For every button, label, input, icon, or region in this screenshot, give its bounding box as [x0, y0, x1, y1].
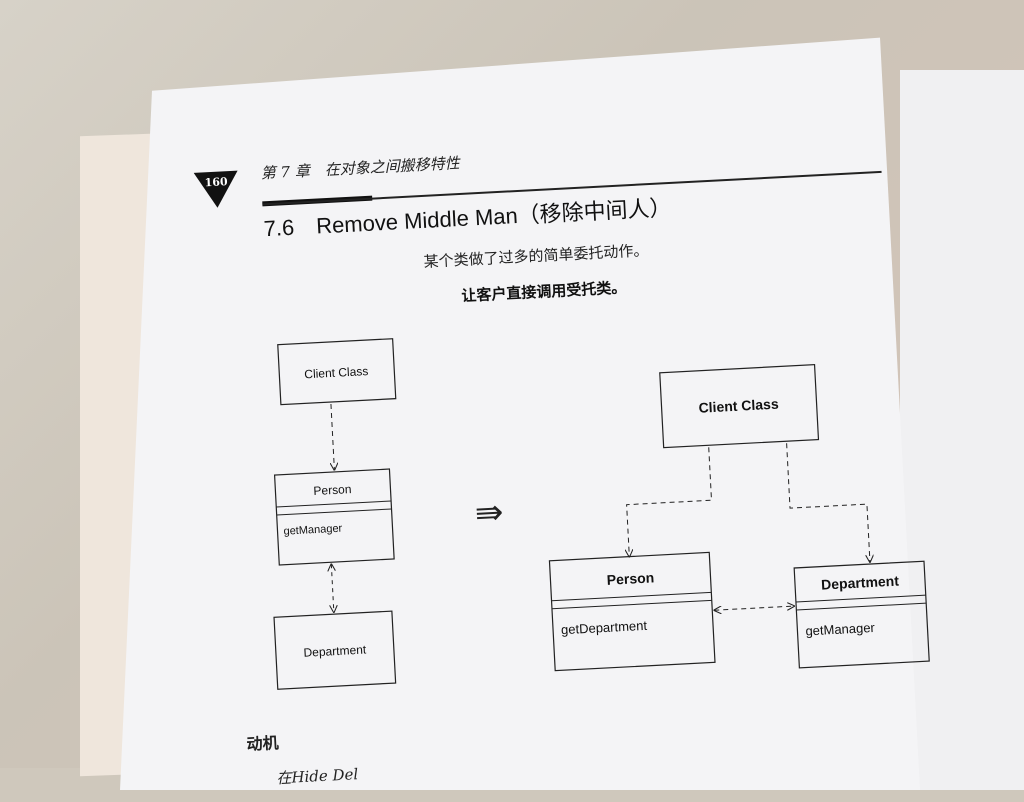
left-client-label: Client Class [304, 364, 369, 381]
right-department-label: Department [821, 573, 900, 593]
left-department-label: Department [303, 642, 367, 659]
left-client-dependency [331, 404, 334, 470]
right-association [714, 606, 794, 610]
right-client-to-department [787, 439, 870, 566]
body-text-start: 在Hide Del [276, 763, 359, 788]
transform-arrow: ⇛ [474, 492, 505, 533]
right-client-label: Client Class [698, 396, 779, 416]
left-person-label: Person [313, 482, 352, 498]
right-person-method: getDepartment [561, 618, 648, 638]
motive-heading: 动机 [246, 729, 279, 755]
right-client-to-person [624, 447, 714, 556]
left-diagram: Client Class Person getManager Departmen… [260, 339, 411, 689]
right-person-label: Person [606, 569, 654, 587]
left-association [331, 564, 334, 612]
right-diagram: Client Class Person getDepartment Depart… [540, 359, 929, 680]
right-department-method: getManager [805, 620, 876, 639]
left-person-method: getManager [283, 523, 343, 538]
